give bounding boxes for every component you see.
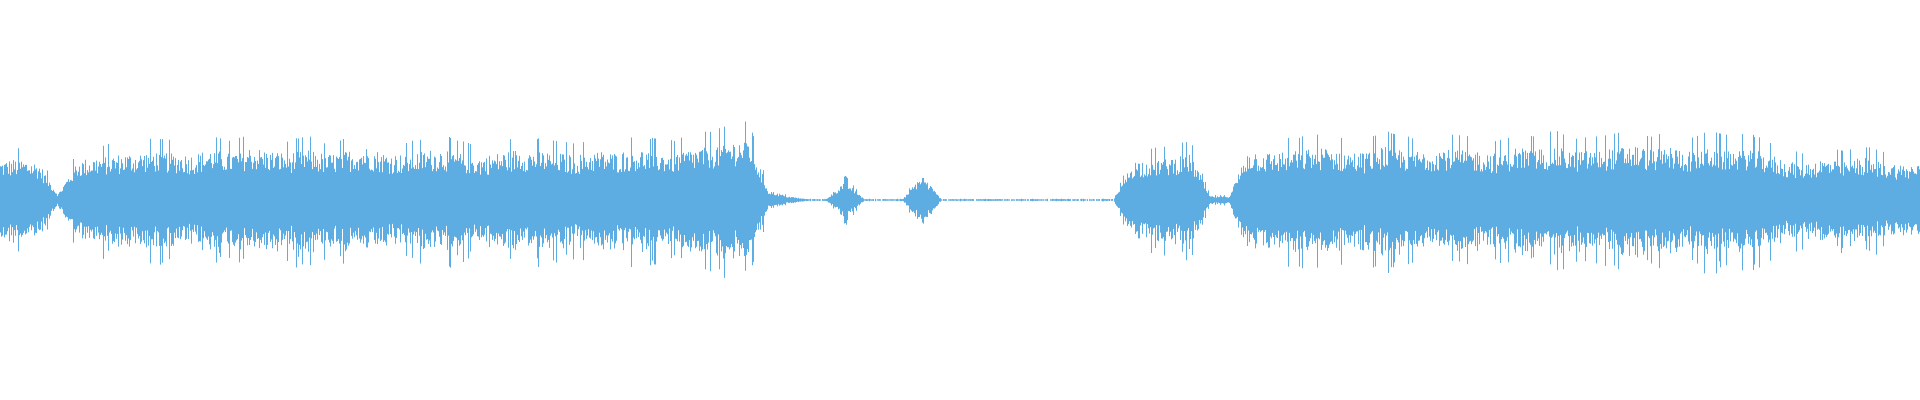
waveform-samples [0, 121, 1920, 278]
